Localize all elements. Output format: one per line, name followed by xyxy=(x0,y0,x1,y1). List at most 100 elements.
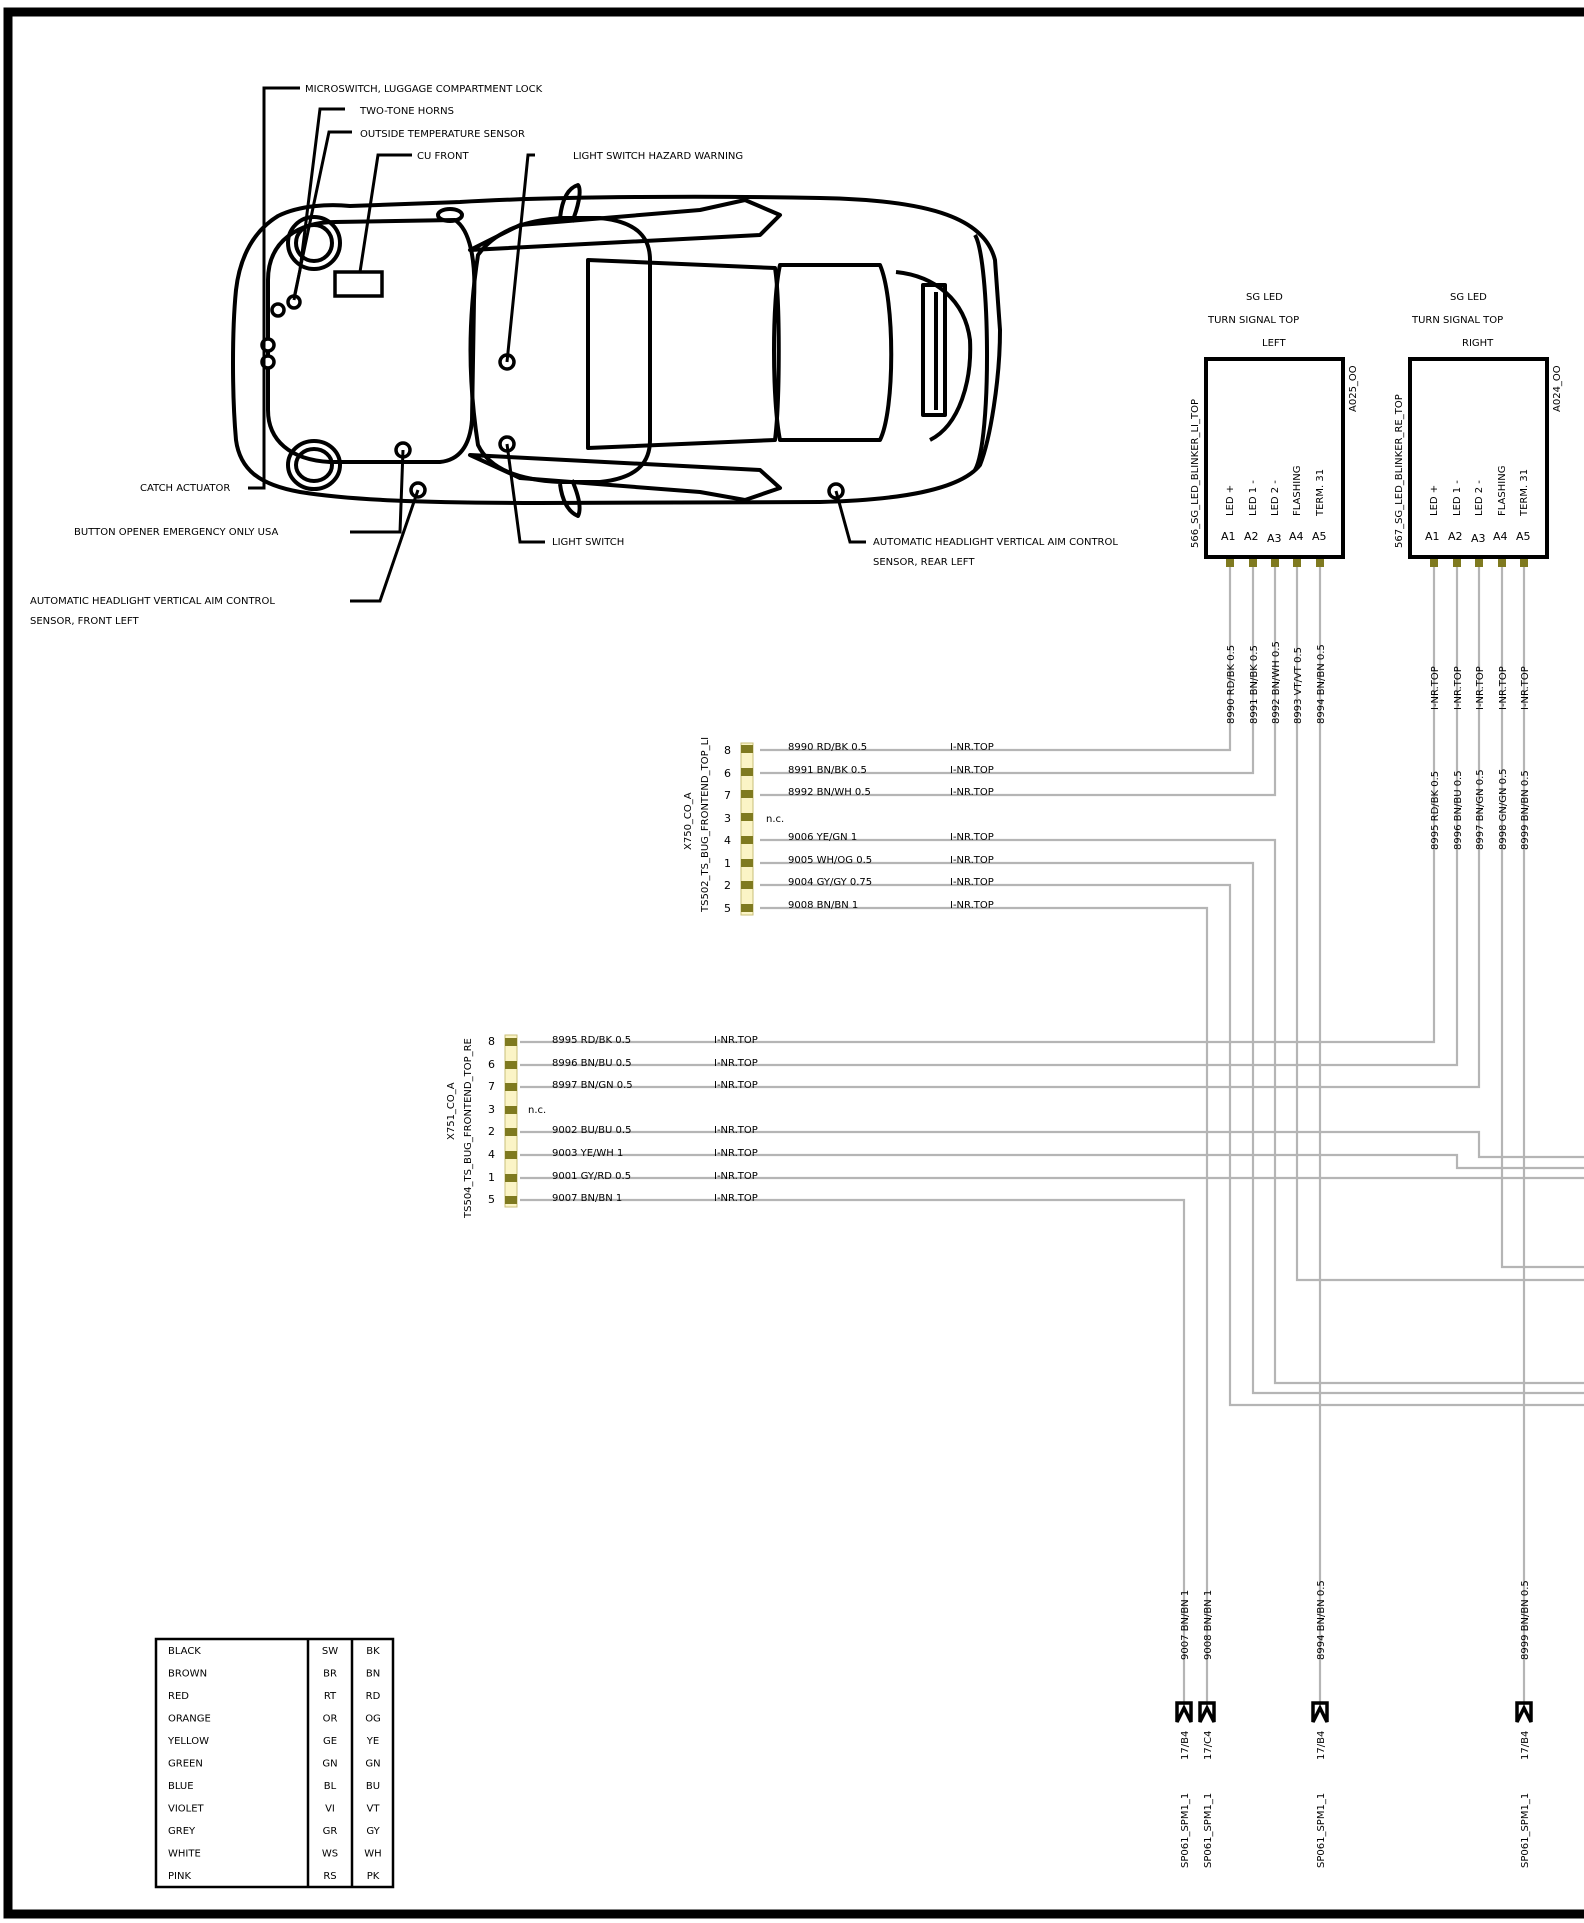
splice-name: SP061_SPM1_1 xyxy=(1316,1793,1327,1868)
module-right-wire-label: 8996 BN/BU 0.5 xyxy=(1453,770,1464,850)
legend-code-en: BK xyxy=(366,1646,380,1657)
x750-pin-number: 2 xyxy=(724,879,731,892)
module-left-side-id: 566_SG_LED_BLINKER_LI_TOP xyxy=(1190,399,1201,548)
splice-ref: 17/C4 xyxy=(1203,1731,1214,1760)
splice-terminal-icon xyxy=(1311,1701,1329,1723)
x751-pin-number: 4 xyxy=(488,1148,495,1161)
callout-aim-rear-line1: AUTOMATIC HEADLIGHT VERTICAL AIM CONTROL xyxy=(873,537,1118,548)
sheet-border xyxy=(3,7,1584,1919)
module-left-pin: A4 xyxy=(1289,530,1304,543)
x751-wire-label: 9001 GY/RD 0.5 xyxy=(552,1171,631,1182)
legend-code-de: GR xyxy=(323,1826,338,1837)
x750-pin-number: 4 xyxy=(724,834,731,847)
module-left-wire-label: 8991 BN/BK 0.5 xyxy=(1249,645,1260,724)
module-right-wire-tag: I-NR.TOP xyxy=(1430,666,1441,710)
x751-sub: TS504_TS_BUG_FRONTEND_TOP_RE xyxy=(463,1038,474,1219)
module-right-title2: TURN SIGNAL TOP xyxy=(1411,315,1503,326)
x751-pin-number: 3 xyxy=(488,1103,495,1116)
x750-wire-label: n.c. xyxy=(766,814,784,825)
legend-code-de: GE xyxy=(323,1736,337,1747)
module-right-wire-tag: I-NR.TOP xyxy=(1453,666,1464,710)
module-right-pin: A1 xyxy=(1425,530,1440,543)
splice-wire-label: 9007 BN/BN 1 xyxy=(1180,1590,1191,1660)
legend-color-name: ORANGE xyxy=(168,1714,211,1725)
x751-wire-label: 9002 BU/BU 0.5 xyxy=(552,1125,631,1136)
legend-code-de: VI xyxy=(325,1804,335,1815)
module-left-wire-label: 8993 VT/VT 0.5 xyxy=(1293,647,1304,724)
module-left-title3: LEFT xyxy=(1262,338,1286,349)
callout-light-switch: LIGHT SWITCH xyxy=(552,537,624,548)
x750-wire-label: 9008 BN/BN 1 xyxy=(788,900,858,911)
x750-wire-tag: I-NR.TOP xyxy=(950,742,994,753)
module-left-pin-label: LED + xyxy=(1225,485,1236,516)
x750-wire-label: 8991 BN/BK 0.5 xyxy=(788,765,867,776)
splice-ref: 17/B4 xyxy=(1180,1731,1191,1760)
legend-code-en: YE xyxy=(366,1736,379,1747)
splice-name: SP061_SPM1_1 xyxy=(1520,1793,1531,1868)
module-right-wire-label: 8995 RD/BK 0.5 xyxy=(1430,771,1441,850)
module-right-pin-label: LED + xyxy=(1429,485,1440,516)
x750-wire-tag: I-NR.TOP xyxy=(950,787,994,798)
legend-code-de: RS xyxy=(323,1871,336,1882)
legend-code-en: BU xyxy=(366,1781,380,1792)
callout-cu-front: CU FRONT xyxy=(417,151,470,162)
x751-pin-number: 7 xyxy=(488,1080,495,1093)
x751-wire-tag: I-NR.TOP xyxy=(714,1058,758,1069)
splice-wire-label: 9008 BN/BN 1 xyxy=(1203,1590,1214,1660)
legend-color-name: VIOLET xyxy=(168,1804,205,1815)
legend-code-en: GN xyxy=(365,1759,380,1770)
module-right-pin-label: FLASHING xyxy=(1497,466,1508,516)
callout-aim-front-line1: AUTOMATIC HEADLIGHT VERTICAL AIM CONTROL xyxy=(30,596,275,607)
module-right-box xyxy=(1408,357,1549,559)
x750-wire-tag: I-NR.TOP xyxy=(950,877,994,888)
legend-code-de: RT xyxy=(324,1691,337,1702)
x750-pin-number: 6 xyxy=(724,767,731,780)
splice-terminal-icon xyxy=(1198,1701,1216,1723)
module-right-wire-tag: I-NR.TOP xyxy=(1520,666,1531,710)
x750-wire-label: 8990 RD/BK 0.5 xyxy=(788,742,867,753)
module-left-code: A025_OO xyxy=(1348,365,1359,412)
module-left-pin-label: TERM. 31 xyxy=(1315,469,1326,517)
legend-code-en: OG xyxy=(365,1714,381,1725)
x750-wire-tag: I-NR.TOP xyxy=(950,765,994,776)
module-left-title1: SG LED xyxy=(1246,292,1283,303)
x751-wire-label: 8997 BN/GN 0.5 xyxy=(552,1080,633,1091)
module-left-pin: A1 xyxy=(1221,530,1236,543)
callout-microswitch: MICROSWITCH, LUGGAGE COMPARTMENT LOCK xyxy=(305,84,543,95)
x751-pin-number: 5 xyxy=(488,1193,495,1206)
callout-aim-front-line2: SENSOR, FRONT LEFT xyxy=(30,616,139,627)
callout-button-opener: BUTTON OPENER EMERGENCY ONLY USA xyxy=(74,527,278,538)
legend-color-name: YELLOW xyxy=(167,1736,209,1747)
x750-wire-label: 9006 YE/GN 1 xyxy=(788,832,857,843)
legend-code-en: VT xyxy=(367,1804,381,1815)
callout-horns: TWO-TONE HORNS xyxy=(359,106,454,117)
legend-code-de: SW xyxy=(322,1646,338,1657)
x750-pin-number: 5 xyxy=(724,902,731,915)
callout-temp-sensor: OUTSIDE TEMPERATURE SENSOR xyxy=(360,129,525,140)
legend-code-de: GN xyxy=(322,1759,337,1770)
callout-light-switch-hazard: LIGHT SWITCH HAZARD WARNING xyxy=(573,151,743,162)
legend-color-name: RED xyxy=(168,1691,189,1702)
x751-wire-tag: I-NR.TOP xyxy=(714,1080,758,1091)
x751-pin-number: 1 xyxy=(488,1171,495,1184)
legend-code-de: BR xyxy=(323,1669,337,1680)
x750-wire-label: 9004 GY/GY 0.75 xyxy=(788,877,872,888)
module-right-pin: A2 xyxy=(1448,530,1463,543)
car-top-view-drawing xyxy=(231,183,1002,518)
legend-color-name: BLACK xyxy=(168,1646,201,1657)
module-left-pin-label: LED 2 - xyxy=(1270,480,1281,516)
legend-code-en: WH xyxy=(364,1849,381,1860)
module-right-pin: A5 xyxy=(1516,530,1531,543)
module-left-pin-label: LED 1 - xyxy=(1248,480,1259,516)
module-right-wire-label: 8999 BN/BN 0.5 xyxy=(1520,770,1531,850)
x751-wire-tag: I-NR.TOP xyxy=(714,1193,758,1204)
module-left-pin: A5 xyxy=(1312,530,1327,543)
module-right-wire-label: 8997 BN/GN 0.5 xyxy=(1475,769,1486,850)
x751-wire-label: 9007 BN/BN 1 xyxy=(552,1193,622,1204)
x750-wire-label: 9005 WH/OG 0.5 xyxy=(788,855,872,866)
module-right-wire-tag: I-NR.TOP xyxy=(1475,666,1486,710)
module-right-title1: SG LED xyxy=(1450,292,1487,303)
legend-color-name: BLUE xyxy=(168,1781,194,1792)
splice-wire-label: 8994 BN/BN 0.5 xyxy=(1316,1580,1327,1660)
